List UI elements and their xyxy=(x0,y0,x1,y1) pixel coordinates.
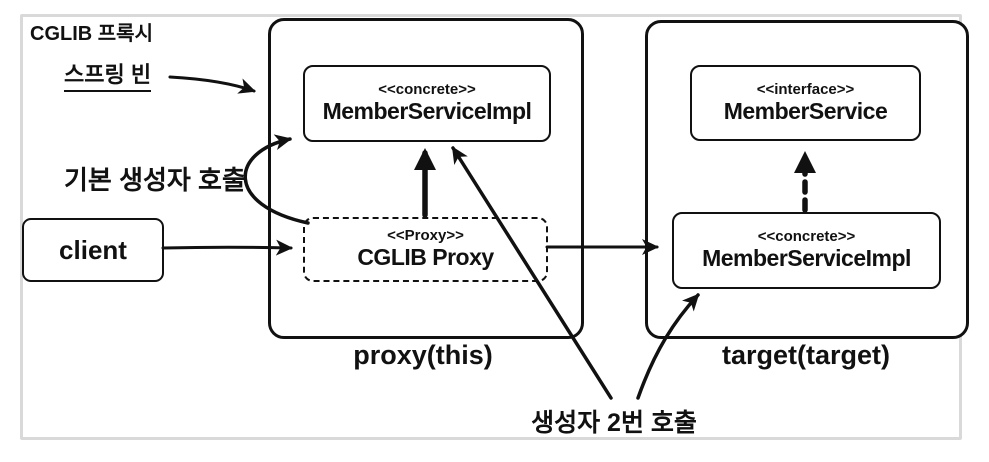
target-group-caption: target(target) xyxy=(721,340,891,370)
spring-bean-label: 스프링 빈 xyxy=(64,57,152,92)
cglib-proxy-stereotype: <<Proxy>> xyxy=(387,227,464,245)
target-impl-stereotype: <<concrete>> xyxy=(757,228,856,246)
diagram-title: CGLIB 프록시 xyxy=(30,23,153,45)
interface-stereotype: <<interface>> xyxy=(756,80,855,98)
client-label: client xyxy=(59,234,127,265)
member-service-interface-node: <<interface>> MemberService xyxy=(690,65,921,141)
proxy-group-caption: proxy(this) xyxy=(353,340,493,370)
cglib-proxy-node: <<Proxy>> CGLIB Proxy xyxy=(303,217,548,282)
interface-name: MemberService xyxy=(723,97,888,124)
target-member-service-impl-node: <<concrete>> MemberServiceImpl xyxy=(672,212,941,289)
proxy-impl-stereotype: <<concrete>> xyxy=(378,81,476,99)
client-node: client xyxy=(22,218,164,282)
constructor-twice-label: 생성자 2번 호출 xyxy=(531,409,697,437)
proxy-member-service-impl-node: <<concrete>> MemberServiceImpl xyxy=(303,65,551,142)
target-impl-name: MemberServiceImpl xyxy=(702,245,911,272)
default-constructor-label: 기본 생성자 호출 xyxy=(64,165,246,195)
proxy-impl-name: MemberServiceImpl xyxy=(322,98,532,125)
cglib-proxy-name: CGLIB Proxy xyxy=(357,244,494,271)
